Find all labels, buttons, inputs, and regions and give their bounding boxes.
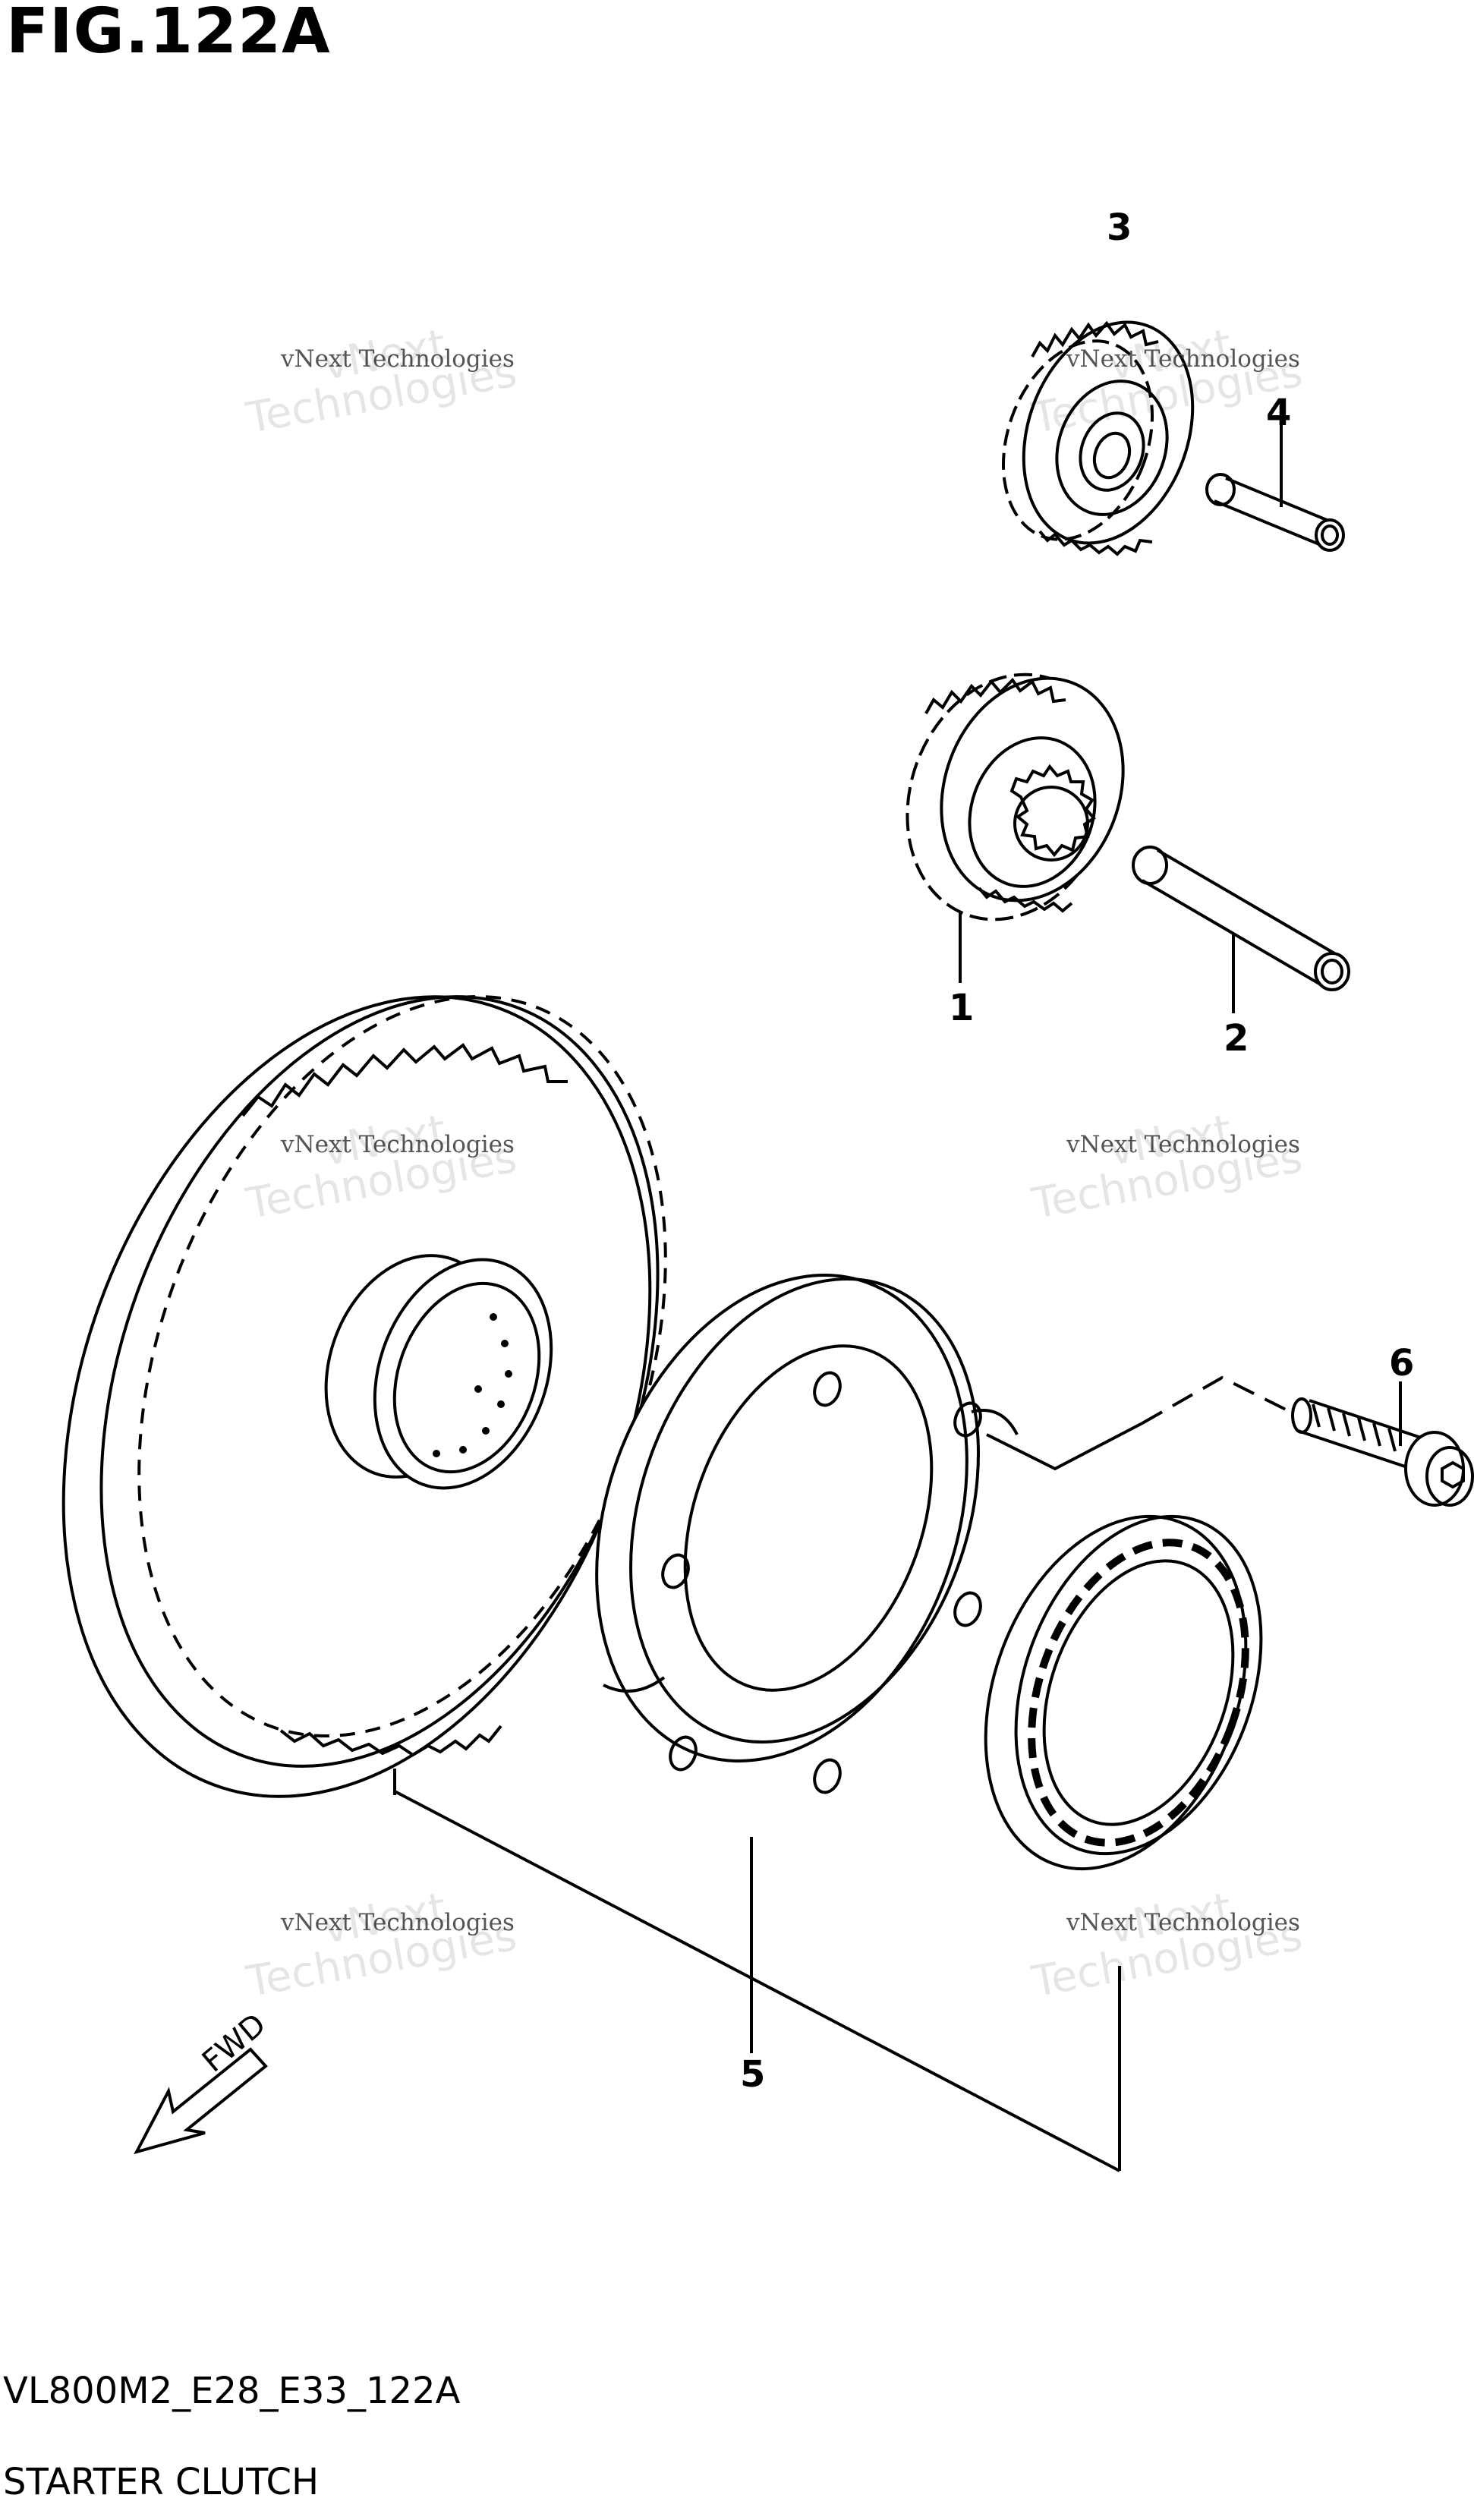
bolt-leader-dashed	[1142, 1375, 1291, 1425]
idler-shaft-4	[1205, 425, 1345, 552]
bolt-6	[1291, 1381, 1474, 1507]
watermark-text: vNext Technologies	[1066, 1131, 1300, 1158]
watermark-text: vNext Technologies	[1066, 345, 1300, 373]
diagram-name: STARTER CLUTCH	[3, 2461, 320, 2503]
idler-shaft-2	[1132, 846, 1350, 1013]
group-bracket	[393, 1790, 1120, 2172]
watermark-text: vNext Technologies	[281, 345, 515, 373]
starter-clutch-5	[595, 1274, 1019, 2049]
driven-gear	[61, 994, 667, 1798]
watermark-text: vNext Technologies	[1066, 1909, 1300, 1936]
watermark-text: vNext Technologies	[281, 1909, 515, 1936]
callout-3: 3	[1107, 206, 1132, 249]
callout-4: 4	[1266, 392, 1292, 434]
diagram-code: VL800M2_E28_E33_122A	[3, 2370, 461, 2412]
idler-gear-1	[906, 673, 1125, 983]
callout-2: 2	[1224, 1017, 1249, 1060]
callout-1: 1	[949, 987, 975, 1029]
bolt-leader-line	[986, 1422, 1143, 1471]
figure-title: FIG.122A	[6, 0, 331, 68]
one-way-clutch	[984, 1514, 1263, 2171]
watermark-text: vNext Technologies	[281, 1131, 515, 1158]
callout-6: 6	[1389, 1342, 1415, 1384]
idler-gear-3	[1001, 320, 1195, 556]
fwd-arrow	[134, 2047, 268, 2155]
callout-5: 5	[740, 2053, 766, 2096]
